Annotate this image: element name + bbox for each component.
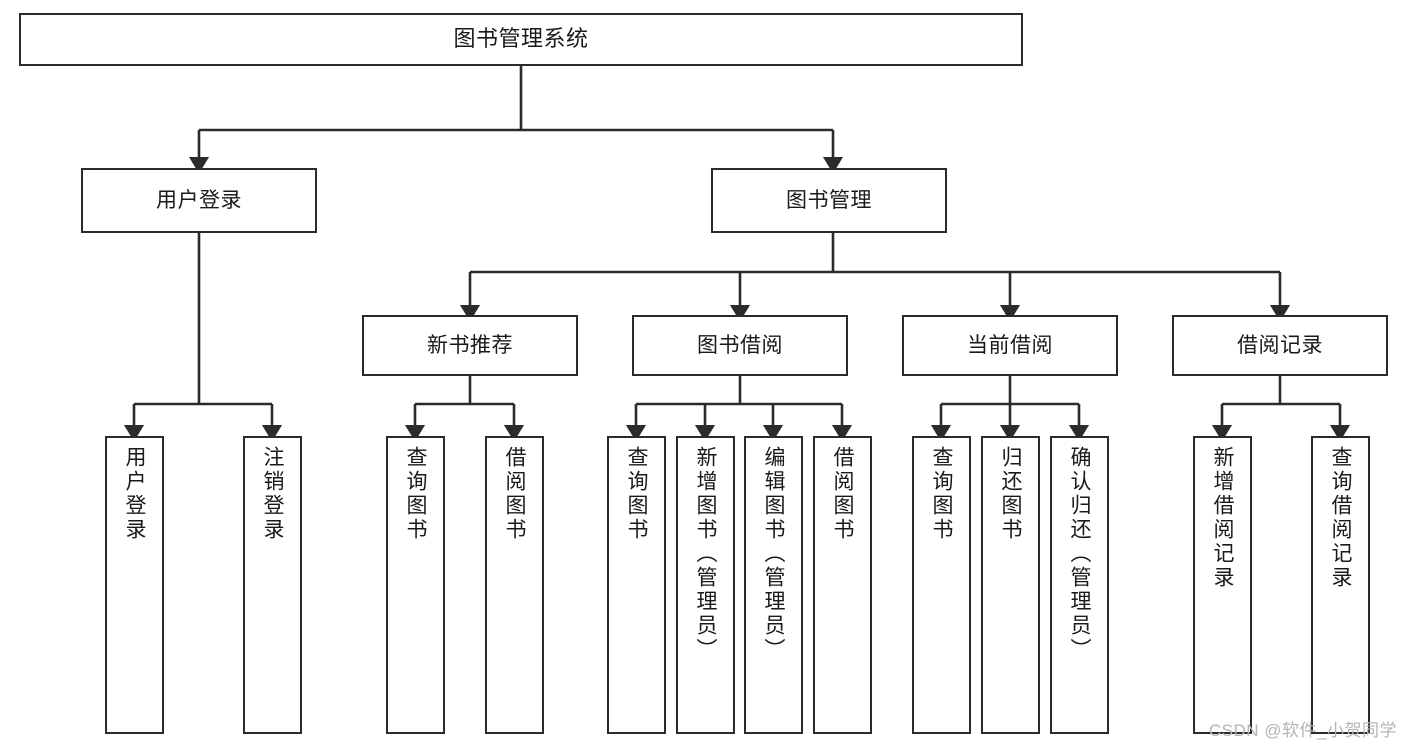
- leaf-borrow-record-add-record[interactable]: 新增借阅记录: [1193, 436, 1252, 734]
- node-borrow-record[interactable]: 借阅记录: [1172, 315, 1388, 376]
- leaf-borrow-record-query-record[interactable]: 查询借阅记录: [1311, 436, 1370, 734]
- node-new-book-recommend[interactable]: 新书推荐: [362, 315, 578, 376]
- leaf-book-borrow-query-book[interactable]: 查询图书: [607, 436, 666, 734]
- node-label: 归还图书: [999, 446, 1022, 542]
- node-label: 查询借阅记录: [1329, 446, 1352, 590]
- node-label: 用户登录: [156, 188, 242, 212]
- node-book-management[interactable]: 图书管理: [711, 168, 947, 233]
- leaf-user-login-logout[interactable]: 注销登录: [243, 436, 302, 734]
- node-label: 查询图书: [625, 446, 648, 542]
- node-label: 查询图书: [930, 446, 953, 542]
- node-user-login[interactable]: 用户登录: [81, 168, 317, 233]
- leaf-new-book-query-book[interactable]: 查询图书: [386, 436, 445, 734]
- leaf-book-borrow-edit-book-admin[interactable]: 编辑图书（管理员）: [744, 436, 803, 734]
- leaf-current-borrow-return-book[interactable]: 归还图书: [981, 436, 1040, 734]
- node-label: 新书推荐: [427, 333, 513, 357]
- node-root-book-management-system[interactable]: 图书管理系统: [19, 13, 1023, 66]
- node-label: 图书管理系统: [453, 26, 589, 52]
- node-label: 当前借阅: [967, 333, 1053, 357]
- node-book-borrow[interactable]: 图书借阅: [632, 315, 848, 376]
- node-label: 确认归还（管理员）: [1068, 446, 1091, 662]
- node-current-borrow[interactable]: 当前借阅: [902, 315, 1118, 376]
- leaf-new-book-borrow-book[interactable]: 借阅图书: [485, 436, 544, 734]
- node-label: 图书管理: [786, 188, 872, 212]
- leaf-user-login-user-login[interactable]: 用户登录: [105, 436, 164, 734]
- node-label: 新增借阅记录: [1211, 446, 1234, 590]
- leaf-book-borrow-borrow-book[interactable]: 借阅图书: [813, 436, 872, 734]
- node-label: 编辑图书（管理员）: [762, 446, 785, 662]
- node-label: 图书借阅: [697, 333, 783, 357]
- node-label: 借阅图书: [831, 446, 854, 542]
- node-label: 注销登录: [261, 446, 284, 542]
- watermark: CSDN @软件_小贺同学: [1208, 721, 1397, 740]
- node-label: 新增图书（管理员）: [694, 446, 717, 662]
- node-label: 用户登录: [123, 446, 146, 542]
- node-label: 借阅图书: [503, 446, 526, 542]
- node-label: 查询图书: [404, 446, 427, 542]
- leaf-current-borrow-confirm-return-admin[interactable]: 确认归还（管理员）: [1050, 436, 1109, 734]
- node-label: 借阅记录: [1237, 333, 1323, 357]
- leaf-current-borrow-query-book[interactable]: 查询图书: [912, 436, 971, 734]
- leaf-book-borrow-add-book-admin[interactable]: 新增图书（管理员）: [676, 436, 735, 734]
